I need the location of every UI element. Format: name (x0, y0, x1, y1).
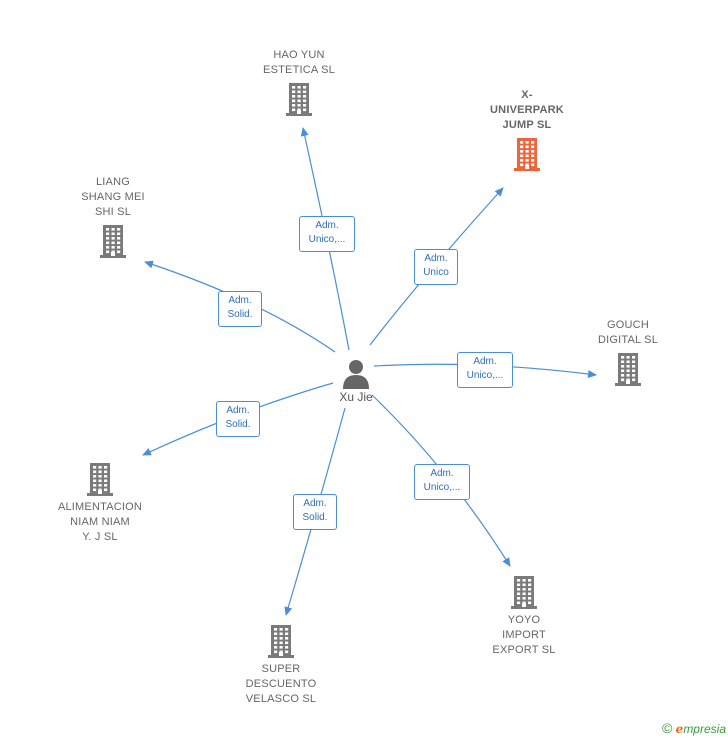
edge-label-hao-yun[interactable]: Adm. Unico,... (299, 216, 355, 252)
person-icon (343, 360, 369, 389)
footer-brand: © empresia (662, 720, 726, 736)
building-icon (87, 463, 113, 496)
brand-initial: e (675, 722, 684, 736)
company-node-super-descuento[interactable]: SUPER DESCUENTO VELASCO SL (211, 624, 351, 707)
company-name[interactable]: HAO YUN ESTETICA SL (263, 49, 335, 76)
company-name[interactable]: YOYO IMPORT EXPORT SL (492, 614, 556, 656)
building-icon (511, 576, 537, 609)
company-name[interactable]: ALIMENTACION NIAM NIAM Y. J SL (57, 501, 143, 543)
edge-label-gouch-digital[interactable]: Adm. Unico,... (457, 352, 513, 388)
copyright-icon: © (662, 720, 673, 736)
person-name: Xu Jie (339, 390, 373, 404)
company-node-x-univerpark[interactable]: X- UNIVERPARK JUMP SL (457, 88, 597, 171)
building-icon (514, 138, 540, 171)
company-node-gouch-digital[interactable]: GOUCH DIGITAL SL (558, 318, 698, 386)
company-node-yoyo-import[interactable]: YOYO IMPORT EXPORT SL (454, 575, 594, 658)
company-node-hao-yun[interactable]: HAO YUN ESTETICA SL (229, 48, 369, 116)
building-icon (286, 83, 312, 116)
edge-label-super-descuento[interactable]: Adm. Solid. (293, 494, 337, 530)
edge-label-x-univerpark[interactable]: Adm. Unico (414, 249, 458, 285)
building-icon (615, 353, 641, 386)
company-name[interactable]: X- UNIVERPARK JUMP SL (490, 89, 564, 131)
company-name[interactable]: LIANG SHANG MEI SHI SL (81, 176, 145, 218)
edge-label-liang-shang-mei[interactable]: Adm. Solid. (218, 291, 262, 327)
company-name[interactable]: SUPER DESCUENTO VELASCO SL (245, 663, 317, 705)
company-node-alimentacion[interactable]: ALIMENTACION NIAM NIAM Y. J SL (30, 462, 170, 545)
brand-name: mpresia (683, 722, 726, 736)
company-node-liang-shang-mei[interactable]: LIANG SHANG MEI SHI SL (43, 175, 183, 258)
building-icon (100, 225, 126, 258)
edge-label-yoyo-import[interactable]: Adm. Unico,... (414, 464, 470, 500)
company-name[interactable]: GOUCH DIGITAL SL (597, 319, 659, 346)
building-icon (268, 625, 294, 658)
person-node[interactable]: Xu Jie (326, 358, 386, 404)
edge-label-alimentacion[interactable]: Adm. Solid. (216, 401, 260, 437)
